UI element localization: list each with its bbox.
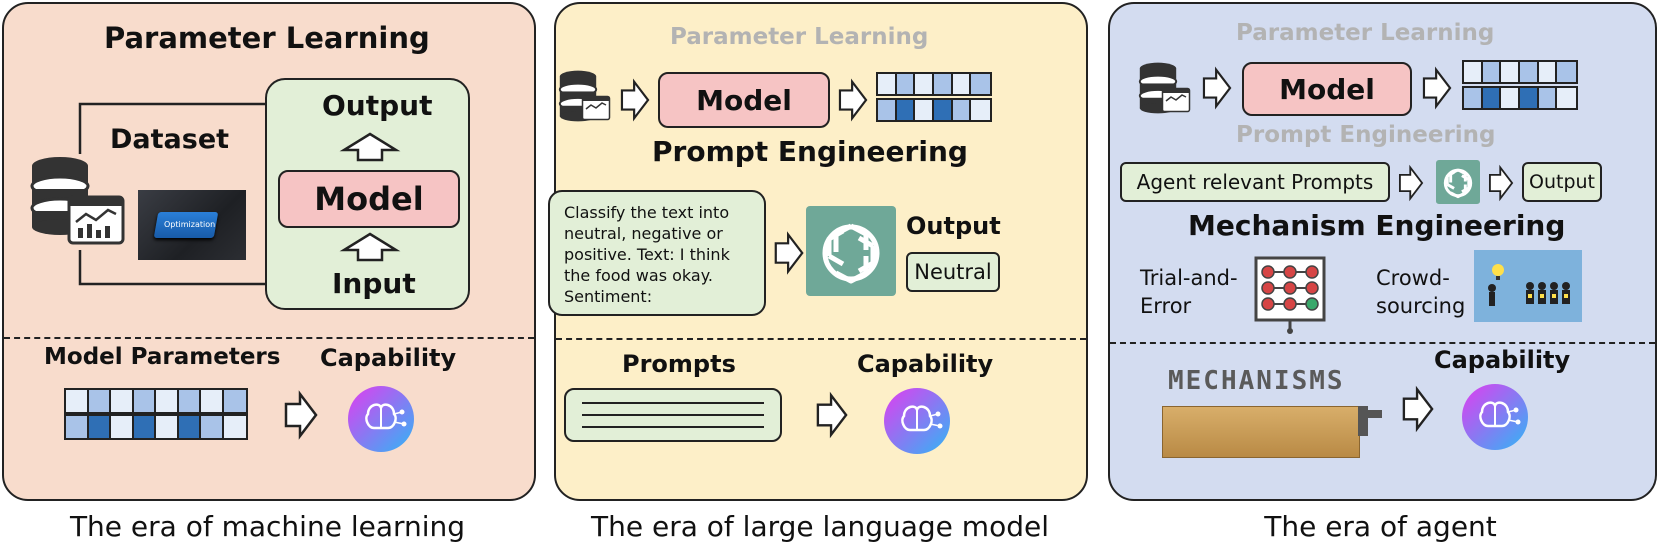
- dataset-label: Dataset: [110, 124, 230, 155]
- arrow-right-icon: [1422, 66, 1452, 110]
- mechanisms-block-image: MECHANISMS: [1162, 360, 1392, 470]
- brain-icon: [1462, 384, 1528, 450]
- output-label: Output: [322, 89, 433, 122]
- openai-logo-icon: [806, 206, 896, 296]
- chart-icon: [581, 95, 611, 121]
- model-box: Model: [1242, 62, 1412, 116]
- caption-large-language-model: The era of large language model: [591, 510, 1049, 543]
- chart-icon: [1161, 87, 1191, 113]
- output-label: Output: [906, 212, 1001, 240]
- optimization-key-photo: Optimization: [138, 190, 246, 260]
- parameter-row: [1462, 86, 1578, 110]
- capability-label: Capability: [1434, 346, 1571, 374]
- arrow-right-icon: [1488, 164, 1514, 202]
- model-box: Model: [658, 72, 830, 128]
- model-box: Model: [278, 170, 460, 228]
- arrow-right-icon: [1202, 66, 1232, 110]
- capability-label: Capability: [320, 344, 457, 372]
- parameter-row: [876, 72, 992, 96]
- faded-title: Parameter Learning: [670, 24, 929, 50]
- prompts-label: Prompts: [622, 350, 736, 378]
- divider: [556, 338, 1086, 340]
- trial-and-error-label: Trial-and-Error: [1140, 266, 1238, 318]
- arrow-right-icon: [620, 78, 650, 122]
- divider: [4, 337, 534, 339]
- brain-icon: [884, 388, 950, 454]
- arrow-right-icon: [816, 391, 848, 439]
- capability-label: Capability: [857, 350, 994, 378]
- arrow-right-icon: [1402, 385, 1434, 433]
- arrow-right-icon: [838, 78, 868, 122]
- arrow-right-icon: [284, 390, 318, 440]
- panel-large-language-model: Parameter Learning Model Prompt Engineer…: [548, 2, 1088, 501]
- prompt-text-box: Classify the text into neutral, negative…: [548, 190, 766, 316]
- agent-prompts-box: Agent relevant Prompts: [1120, 162, 1390, 202]
- arrow-right-icon: [774, 231, 804, 275]
- database-icon: [558, 70, 598, 122]
- arrow-up-icon: [339, 232, 401, 262]
- model-parameters-label: Model Parameters: [44, 344, 281, 370]
- parameter-row: [64, 414, 248, 440]
- flowchart-board-icon: [1254, 256, 1326, 334]
- panel-title: Parameter Learning: [104, 21, 430, 55]
- output-value: Neutral: [906, 252, 1000, 292]
- faded-title: Prompt Engineering: [1236, 122, 1496, 148]
- crowd-icon: [1474, 250, 1582, 322]
- panel-title: Mechanism Engineering: [1188, 209, 1566, 242]
- faded-title: Parameter Learning: [1236, 20, 1495, 46]
- arrow-right-icon: [1398, 164, 1424, 202]
- input-label: Input: [332, 267, 416, 300]
- brain-icon: [348, 386, 414, 452]
- panel-title: Prompt Engineering: [652, 135, 968, 168]
- divider: [1110, 342, 1655, 344]
- arrow-up-icon: [339, 132, 401, 162]
- prompts-document-icon: [564, 388, 782, 442]
- caption-agent: The era of agent: [1264, 510, 1497, 543]
- parameter-row: [1462, 60, 1578, 84]
- panel-machine-learning: Parameter Learning Dataset Optimization: [2, 2, 536, 501]
- chart-icon: [67, 195, 125, 245]
- parameter-row: [876, 98, 992, 122]
- output-box: Output: [1522, 162, 1602, 202]
- parameter-row: [64, 388, 248, 414]
- openai-logo-icon: [1436, 160, 1480, 204]
- data-flow-arrows: [78, 91, 304, 297]
- caption-machine-learning: The era of machine learning: [69, 510, 466, 543]
- panel-agent: Parameter Learning Model Prompt Engineer…: [1108, 2, 1657, 501]
- crowdsourcing-label: Crowd-sourcing: [1376, 266, 1466, 318]
